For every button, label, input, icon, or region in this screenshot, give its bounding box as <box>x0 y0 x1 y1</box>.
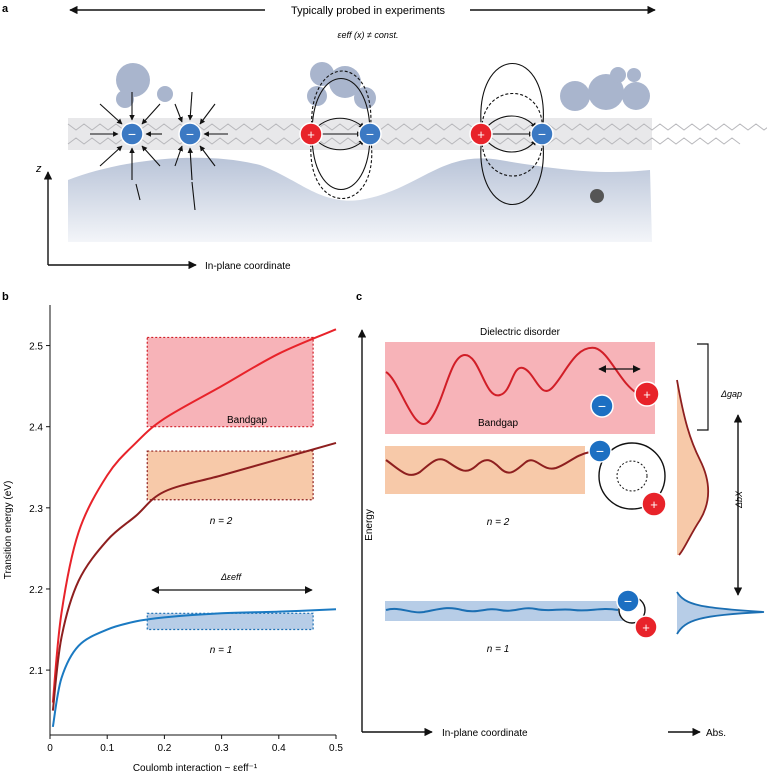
n2-absorption-peak <box>676 379 710 556</box>
negative-charge: − <box>358 122 382 146</box>
n1-wave <box>385 607 619 614</box>
environment-molecules <box>116 62 650 111</box>
y-tick-label: 2.5 <box>29 342 43 353</box>
dielectric-label: Dielectric disorder <box>480 327 561 338</box>
delta-eps-label: Δεeff <box>220 572 242 582</box>
gap-label: Δgap <box>720 389 742 399</box>
panel-c: c Dielectric disorder Bandgap n = 2 n = … <box>356 291 765 739</box>
negative-charge: − <box>530 122 554 146</box>
svg-text:−: − <box>186 126 194 142</box>
n1-absorption-peak <box>676 591 765 635</box>
substrate <box>68 157 652 242</box>
chart-axes: 0 0.1 0.2 0.3 0.4 0.5 2.1 2.2 2.3 2.4 2.5 <box>29 305 343 754</box>
negative-charge: − <box>588 439 612 463</box>
x-tick-label: 0.5 <box>329 743 343 754</box>
chart-series <box>51 328 337 728</box>
in-plane-axis-label: In-plane coordinate <box>205 261 291 272</box>
gap-bracket <box>697 343 709 431</box>
panel-a-label: a <box>2 3 9 15</box>
band-rect <box>146 450 314 501</box>
bandgap-region <box>385 342 655 434</box>
negative-charge: − <box>590 394 614 418</box>
positive-charge: + <box>299 122 323 146</box>
x-tick-label: 0.1 <box>100 743 114 754</box>
monolayer <box>67 118 767 150</box>
positive-charge: + <box>469 122 493 146</box>
series-line <box>51 608 337 728</box>
chart-xlabel: Coulomb interaction ~ εeff⁻¹ <box>133 763 258 774</box>
c-n1-label: n = 1 <box>487 644 510 655</box>
x-tick-label: 0.4 <box>272 743 286 754</box>
y-tick-label: 2.2 <box>29 585 43 596</box>
negative-charge: − <box>120 122 144 146</box>
n1-label: n = 1 <box>210 645 233 656</box>
n2-wave <box>385 451 591 476</box>
panel-b-label: b <box>2 291 9 303</box>
y-tick-label: 2.4 <box>29 423 43 434</box>
y-tick-label: 2.1 <box>29 666 43 677</box>
radial-field-lines <box>90 91 228 211</box>
negative-charge: − <box>178 122 202 146</box>
chart-ylabel: Transition energy (eV) <box>3 481 14 580</box>
panel-a: a Typically probed in experiments εeff (… <box>2 3 767 272</box>
svg-text:+: + <box>650 497 658 512</box>
negative-charge: − <box>616 589 640 613</box>
svg-text:−: − <box>366 126 374 142</box>
svg-text:+: + <box>307 127 315 142</box>
bandgap-wave <box>385 346 641 425</box>
svg-text:−: − <box>538 126 546 142</box>
binding-energy-label: ΔbX <box>734 490 744 509</box>
n2-region <box>385 446 585 494</box>
y-tick-label: 2.3 <box>29 504 43 515</box>
dipole-field-lines-2 <box>480 63 544 205</box>
header-text: Typically probed in experiments <box>291 5 446 17</box>
svg-text:−: − <box>128 126 136 142</box>
svg-text:−: − <box>598 398 606 414</box>
n2-label: n = 2 <box>210 516 233 527</box>
eps-formula: εeff (x) ≠ const. <box>338 30 399 40</box>
abs-label: Abs. <box>706 728 726 739</box>
exciton-inner-orbit <box>616 460 648 492</box>
defect-particle <box>590 189 604 203</box>
c-in-plane-label: In-plane coordinate <box>442 728 528 739</box>
chart-bands <box>146 336 314 631</box>
svg-text:+: + <box>643 387 651 402</box>
band-rect <box>146 612 314 631</box>
x-tick-label: 0 <box>47 743 53 754</box>
z-axis-label: z <box>35 163 42 175</box>
series-line <box>51 441 337 711</box>
series-line <box>51 328 337 703</box>
x-tick-label: 0.2 <box>157 743 171 754</box>
panel-b: b 0 0.1 0.2 0.3 0.4 0.5 2.1 2.2 2.3 2.4 2.5 Bandga… <box>2 291 343 774</box>
panel-c-label: c <box>356 291 362 303</box>
positive-charge: + <box>641 491 667 517</box>
svg-text:−: − <box>624 593 632 609</box>
positive-charge: + <box>634 615 658 639</box>
svg-text:+: + <box>477 127 485 142</box>
bandgap-label: Bandgap <box>227 415 267 426</box>
c-bandgap-label: Bandgap <box>478 418 518 429</box>
energy-label: Energy <box>364 509 375 541</box>
svg-text:−: − <box>596 443 604 459</box>
positive-charge: + <box>634 381 660 407</box>
c-n2-label: n = 2 <box>487 517 510 528</box>
n1-absorption-fill <box>677 592 764 634</box>
dipole-field-lines-1 <box>310 70 373 199</box>
svg-text:+: + <box>642 620 650 635</box>
x-tick-label: 0.3 <box>215 743 229 754</box>
n2-absorption-fill <box>677 380 709 555</box>
